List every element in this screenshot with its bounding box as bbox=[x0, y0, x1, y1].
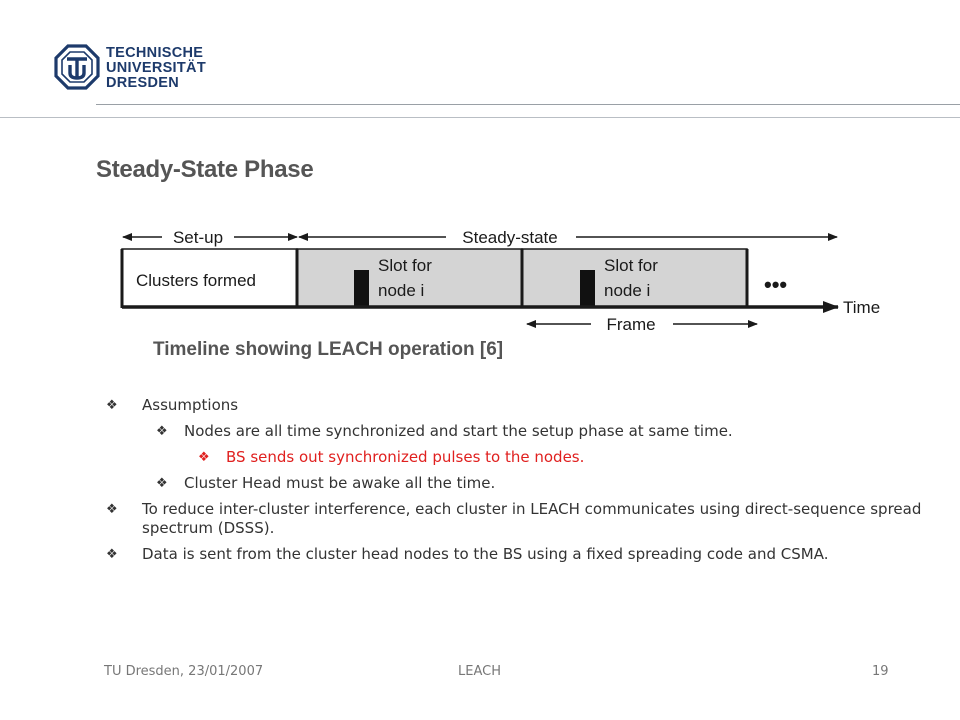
diamond-bullet-icon: ❖ bbox=[156, 424, 168, 439]
steady-state-label: Steady-state bbox=[462, 228, 557, 247]
logo-line-1: TECHNISCHE bbox=[106, 45, 204, 61]
bullet-list: ❖ Assumptions ❖ Nodes are all time synch… bbox=[106, 396, 936, 571]
tu-dresden-logo: TECHNISCHE UNIVERSITÄT DRESDEN bbox=[54, 44, 214, 94]
slot-label-line1-frame1: Slot for bbox=[378, 256, 432, 275]
header-divider-secondary bbox=[0, 117, 960, 118]
diamond-bullet-icon: ❖ bbox=[106, 398, 118, 413]
bullet-dsss: ❖ To reduce inter-cluster interference, … bbox=[106, 500, 936, 538]
continuation-ellipsis: ••• bbox=[764, 272, 787, 297]
slot-label-line2-frame2: node i bbox=[604, 281, 650, 300]
bullet-text: Nodes are all time synchronized and star… bbox=[184, 422, 733, 440]
diagram-caption: Timeline showing LEACH operation [6] bbox=[153, 339, 504, 360]
leach-timeline-diagram: Set-up Steady-state Clusters formed Slot… bbox=[120, 228, 880, 334]
slot-label-line1-frame2: Slot for bbox=[604, 256, 658, 275]
frame-label: Frame bbox=[606, 315, 655, 334]
slide-title: Steady-State Phase bbox=[96, 156, 314, 183]
bullet-cluster-head-awake: ❖ Cluster Head must be awake all the tim… bbox=[106, 474, 936, 493]
footer-title: LEACH bbox=[458, 664, 501, 679]
bullet-text: Data is sent from the cluster head nodes… bbox=[142, 545, 829, 563]
university-seal-icon bbox=[54, 44, 100, 90]
clusters-formed-label: Clusters formed bbox=[136, 271, 256, 290]
slot-mark-1 bbox=[354, 270, 369, 307]
bullet-csma: ❖ Data is sent from the cluster head nod… bbox=[106, 545, 936, 564]
page-number: 19 bbox=[872, 664, 889, 679]
time-label: Time bbox=[843, 298, 880, 317]
diamond-bullet-icon: ❖ bbox=[106, 502, 118, 517]
slot-mark-2 bbox=[580, 270, 595, 307]
bullet-text: Cluster Head must be awake all the time. bbox=[184, 474, 496, 492]
footer-date: TU Dresden, 23/01/2007 bbox=[104, 664, 264, 679]
university-name: TECHNISCHE UNIVERSITÄT DRESDEN bbox=[106, 46, 206, 91]
bullet-text: BS sends out synchronized pulses to the … bbox=[226, 448, 585, 466]
bullet-text: To reduce inter-cluster interference, ea… bbox=[142, 500, 922, 537]
diamond-bullet-icon: ❖ bbox=[198, 450, 210, 465]
bullet-text: Assumptions bbox=[142, 396, 239, 414]
logo-line-2: UNIVERSITÄT bbox=[106, 60, 206, 76]
logo-line-3: DRESDEN bbox=[106, 75, 179, 91]
bullet-time-sync: ❖ Nodes are all time synchronized and st… bbox=[106, 422, 936, 441]
diamond-bullet-icon: ❖ bbox=[156, 476, 168, 491]
diamond-bullet-icon: ❖ bbox=[106, 547, 118, 562]
header-divider bbox=[96, 104, 960, 105]
setup-label: Set-up bbox=[173, 228, 223, 247]
slot-label-line2-frame1: node i bbox=[378, 281, 424, 300]
bullet-assumptions: ❖ Assumptions bbox=[106, 396, 936, 415]
frame-box-2 bbox=[521, 248, 748, 308]
bullet-sync-pulses: ❖ BS sends out synchronized pulses to th… bbox=[106, 448, 936, 467]
frame-box-1 bbox=[296, 248, 523, 308]
